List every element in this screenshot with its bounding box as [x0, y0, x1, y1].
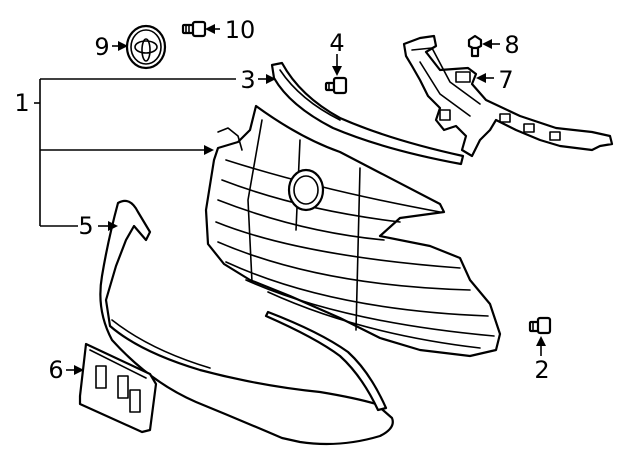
- leader-lines: [34, 24, 546, 375]
- callout-4: 4: [329, 29, 344, 57]
- callout-6: 6: [48, 356, 63, 384]
- callout-10: 10: [225, 16, 256, 44]
- clip-part-4: [324, 76, 348, 95]
- bracket-part-7: [402, 34, 614, 158]
- upper-molding-part: [270, 61, 465, 166]
- callout-5: 5: [78, 212, 93, 240]
- clip-part-2: [528, 316, 552, 335]
- license-bracket-part: [78, 342, 158, 434]
- callout-7: 7: [498, 66, 513, 94]
- callout-9: 9: [94, 33, 109, 61]
- clip-part-10: [181, 20, 207, 38]
- callout-8: 8: [504, 31, 519, 59]
- emblem-part: [125, 24, 167, 70]
- grille-assembly-part: [204, 104, 502, 358]
- callout-3: 3: [240, 66, 255, 94]
- callout-2: 2: [534, 356, 549, 384]
- lower-molding-part: [99, 199, 394, 446]
- bolt-part-8: [467, 34, 483, 58]
- callout-1: 1: [14, 89, 29, 117]
